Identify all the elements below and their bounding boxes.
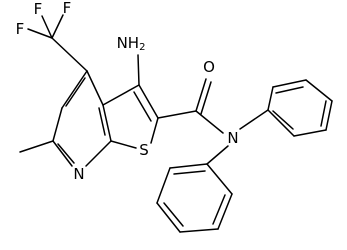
atom-labels: F F F NH2 O N S N <box>16 0 239 183</box>
ph1-bond-6-inner <box>272 110 294 130</box>
ph1-bond-5 <box>293 129 327 137</box>
bond-c5-c6 <box>52 107 63 142</box>
atom-amine-main: NH <box>117 34 140 52</box>
pyridine-ring <box>52 70 112 167</box>
bond-c2-s <box>150 117 159 144</box>
ph1-bond-4 <box>325 100 333 131</box>
bond-c3-c2-inner <box>133 91 152 122</box>
phenyl-ring-lower <box>156 145 233 233</box>
phenyl-ring-upper <box>239 79 333 137</box>
atom-sulfur: S <box>139 141 149 159</box>
ph1-bond-1 <box>267 86 274 111</box>
ph2-bond-1 <box>169 163 208 169</box>
atom-amine: NH2 <box>117 34 146 53</box>
bond-s-c7a <box>110 140 137 149</box>
bond-c4-c5 <box>61 70 88 109</box>
ph2-bond-3 <box>156 202 181 233</box>
ph2-bond-5 <box>217 193 233 230</box>
methyl-bond <box>19 140 54 153</box>
bond-n-ph2 <box>206 145 229 165</box>
bond-c3a-c4 <box>86 70 104 106</box>
bond-c6-n7-inner <box>57 143 75 164</box>
bond-c-o <box>195 78 207 112</box>
atom-f-top1: F <box>34 0 43 18</box>
bond-c4-c5-inner <box>65 77 86 107</box>
bond-c-f-top2 <box>51 14 64 39</box>
bond-c6-n7 <box>52 140 73 167</box>
bond-c3a-c3 <box>102 84 140 106</box>
ph1-bond-4-inner <box>320 100 327 127</box>
ph1-bond-2-inner <box>275 86 304 94</box>
bond-c2-carbonyl <box>157 110 197 119</box>
atom-pyridine-n: N <box>73 165 84 183</box>
bond-c-f-top1 <box>41 15 53 39</box>
atom-amide-n: N <box>227 129 238 147</box>
ph2-bond-6 <box>206 163 233 195</box>
bond-cf3-ring <box>51 37 88 72</box>
trifluoromethyl-group <box>27 14 88 72</box>
amine-bond <box>137 54 140 86</box>
ph1-bond-6 <box>267 109 295 137</box>
ph1-bond-3 <box>305 79 333 102</box>
bond-c3-c2 <box>138 84 159 119</box>
atom-oxygen: O <box>203 58 215 76</box>
bond-c-n <box>195 110 224 134</box>
atom-f-left: F <box>16 20 25 38</box>
carboxamide-group <box>157 78 224 134</box>
atom-amine-subscript: 2 <box>139 42 145 53</box>
ph2-bond-2 <box>156 167 171 204</box>
thiophene-ring <box>102 84 159 149</box>
ph2-bond-4 <box>179 228 219 233</box>
ph2-bond-5-inner <box>212 194 226 225</box>
bond-n-ph1 <box>239 109 269 130</box>
bond-c-f-left <box>27 28 53 39</box>
bond-c7a-c3a <box>102 104 112 142</box>
ph2-bond-1-inner <box>173 170 206 175</box>
bond-c-o-double <box>200 81 212 115</box>
ph1-bond-2 <box>272 79 307 88</box>
atom-f-top2: F <box>63 0 72 17</box>
bond-n7-c7a <box>85 140 112 167</box>
ph2-bond-3-inner <box>163 202 184 227</box>
bond-c7a-c3a-inner <box>98 107 106 136</box>
